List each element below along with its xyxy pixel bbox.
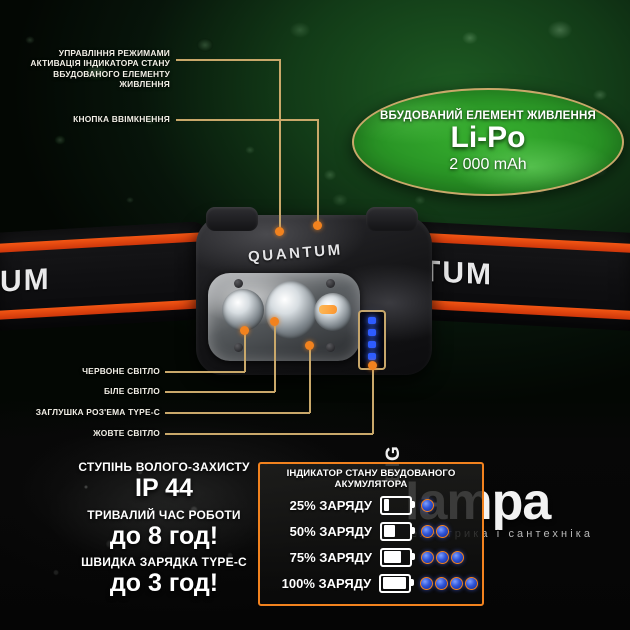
screw <box>234 343 243 352</box>
bubble-chemistry: Li-Po <box>450 121 526 155</box>
spec-label-ip: Ступінь волого-захисту <box>78 460 250 474</box>
indicator-dots <box>421 524 449 538</box>
indicator-dot <box>450 576 463 590</box>
callout-line-mode-control-h <box>176 59 280 61</box>
indicator-dot <box>421 550 434 564</box>
indicator-dots <box>421 498 434 512</box>
indicator-dot <box>465 576 478 590</box>
led-yellow <box>314 293 352 331</box>
callout-dot-type-c-cap <box>305 341 314 350</box>
hinge-right <box>366 207 418 231</box>
lens-housing <box>208 273 360 361</box>
battery-type-callout-bubble: Вбудований елемент живлення Li-Po 2 000 … <box>352 88 624 196</box>
callout-line-white-h <box>165 391 275 393</box>
panel-title: Індикатор стану вбудованого акумулятора <box>286 468 456 490</box>
battery-icon <box>380 495 415 515</box>
bubble-capacity: 2 000 mAh <box>449 155 527 173</box>
spec-label-runtime: Тривалий час роботи <box>87 507 241 522</box>
headband-left: UM <box>0 221 206 331</box>
callout-line-typec-v <box>309 346 311 413</box>
indicator-dot <box>421 524 434 538</box>
callout-mode-control-label: Управління режимами Активація індикатора… <box>30 48 170 89</box>
callout-line-red-h <box>165 371 245 373</box>
headband-right-text: TUM <box>422 254 493 292</box>
battery-icon <box>380 521 415 541</box>
indicator-led <box>368 329 376 336</box>
spec-value-ip: IP 44 <box>135 474 193 502</box>
indicator-dot <box>436 550 449 564</box>
headband-stripe-bottom <box>406 298 630 321</box>
callout-line-red-v <box>244 331 246 372</box>
callout-dot-white-light <box>270 317 279 326</box>
callout-dot-yellow-light <box>368 361 377 370</box>
callout-dot-red-light <box>240 326 249 335</box>
indicator-dot <box>436 524 449 538</box>
headband-right: TUM <box>406 220 630 332</box>
indicator-dot <box>420 576 433 590</box>
callout-red-light-label: Червоне світло <box>82 366 160 376</box>
indicator-row-label: 75% заряду <box>289 549 372 565</box>
battery-indicator-strip <box>358 310 386 370</box>
indicator-row-label: 100% заряду <box>281 575 372 591</box>
indicator-led <box>368 353 376 360</box>
callout-line-yellow-v <box>372 366 374 434</box>
headband-stripe-top <box>0 232 206 253</box>
indicator-led <box>368 317 376 324</box>
screw <box>326 279 335 288</box>
battery-icon <box>379 573 414 593</box>
callout-line-power-v <box>317 119 319 225</box>
spec-value-charge: до 3 год! <box>109 569 219 597</box>
spec-value-runtime: до 8 год! <box>109 521 219 550</box>
indicator-dots <box>421 550 464 564</box>
headband-stripe-bottom <box>0 299 206 320</box>
indicator-row: 50% заряду <box>260 518 482 544</box>
headlamp-product-image: UM TUM QUANTUM <box>0 207 630 395</box>
callout-line-white-v <box>274 322 276 392</box>
indicator-dot <box>435 576 448 590</box>
indicator-row-label: 25% заряду <box>289 497 372 513</box>
indicator-dot <box>451 550 464 564</box>
callout-line-power-h <box>176 119 318 121</box>
indicator-dot <box>421 498 434 512</box>
hinge-left <box>206 207 258 231</box>
led-red <box>222 289 264 331</box>
callout-line-yellow-h <box>165 433 373 435</box>
indicator-dots <box>420 576 478 590</box>
callout-line-typec-h <box>165 412 310 414</box>
battery-icon <box>380 547 415 567</box>
indicator-row: 100% заряду <box>260 570 482 596</box>
headband-stripe-top <box>406 231 630 254</box>
bubble-title: Вбудований елемент живлення <box>380 110 596 123</box>
screw <box>234 279 243 288</box>
callout-dot-power-button <box>313 221 322 230</box>
indicator-row: 75% заряду <box>260 544 482 570</box>
led-white <box>265 281 317 339</box>
screw <box>326 343 335 352</box>
indicator-led <box>368 341 376 348</box>
lamp-housing: QUANTUM <box>196 207 432 375</box>
callout-power-button-label: Кнопка ввімкнення <box>73 114 170 124</box>
indicator-row-label: 50% заряду <box>289 523 372 539</box>
callout-line-mode-control-v <box>279 59 281 231</box>
indicator-row: 25% заряду <box>260 492 482 518</box>
brand-logo-quantum: QUANTUM <box>247 241 344 266</box>
callout-yellow-light-label: Жовте світло <box>93 428 160 438</box>
headband-left-text: UM <box>0 262 51 299</box>
callout-dot-mode-control <box>275 227 284 236</box>
callout-white-light-label: Біле світло <box>103 386 160 396</box>
callout-type-c-cap-label: Заглушка роз'ема Type-C <box>35 407 160 417</box>
battery-indicator-panel: Індикатор стану вбудованого акумулятора … <box>258 462 484 606</box>
specifications-block: Ступінь волого-захисту IP 44 Тривалий ча… <box>44 460 284 603</box>
spec-label-charge: Швидка зарядка Type-C <box>81 555 247 569</box>
